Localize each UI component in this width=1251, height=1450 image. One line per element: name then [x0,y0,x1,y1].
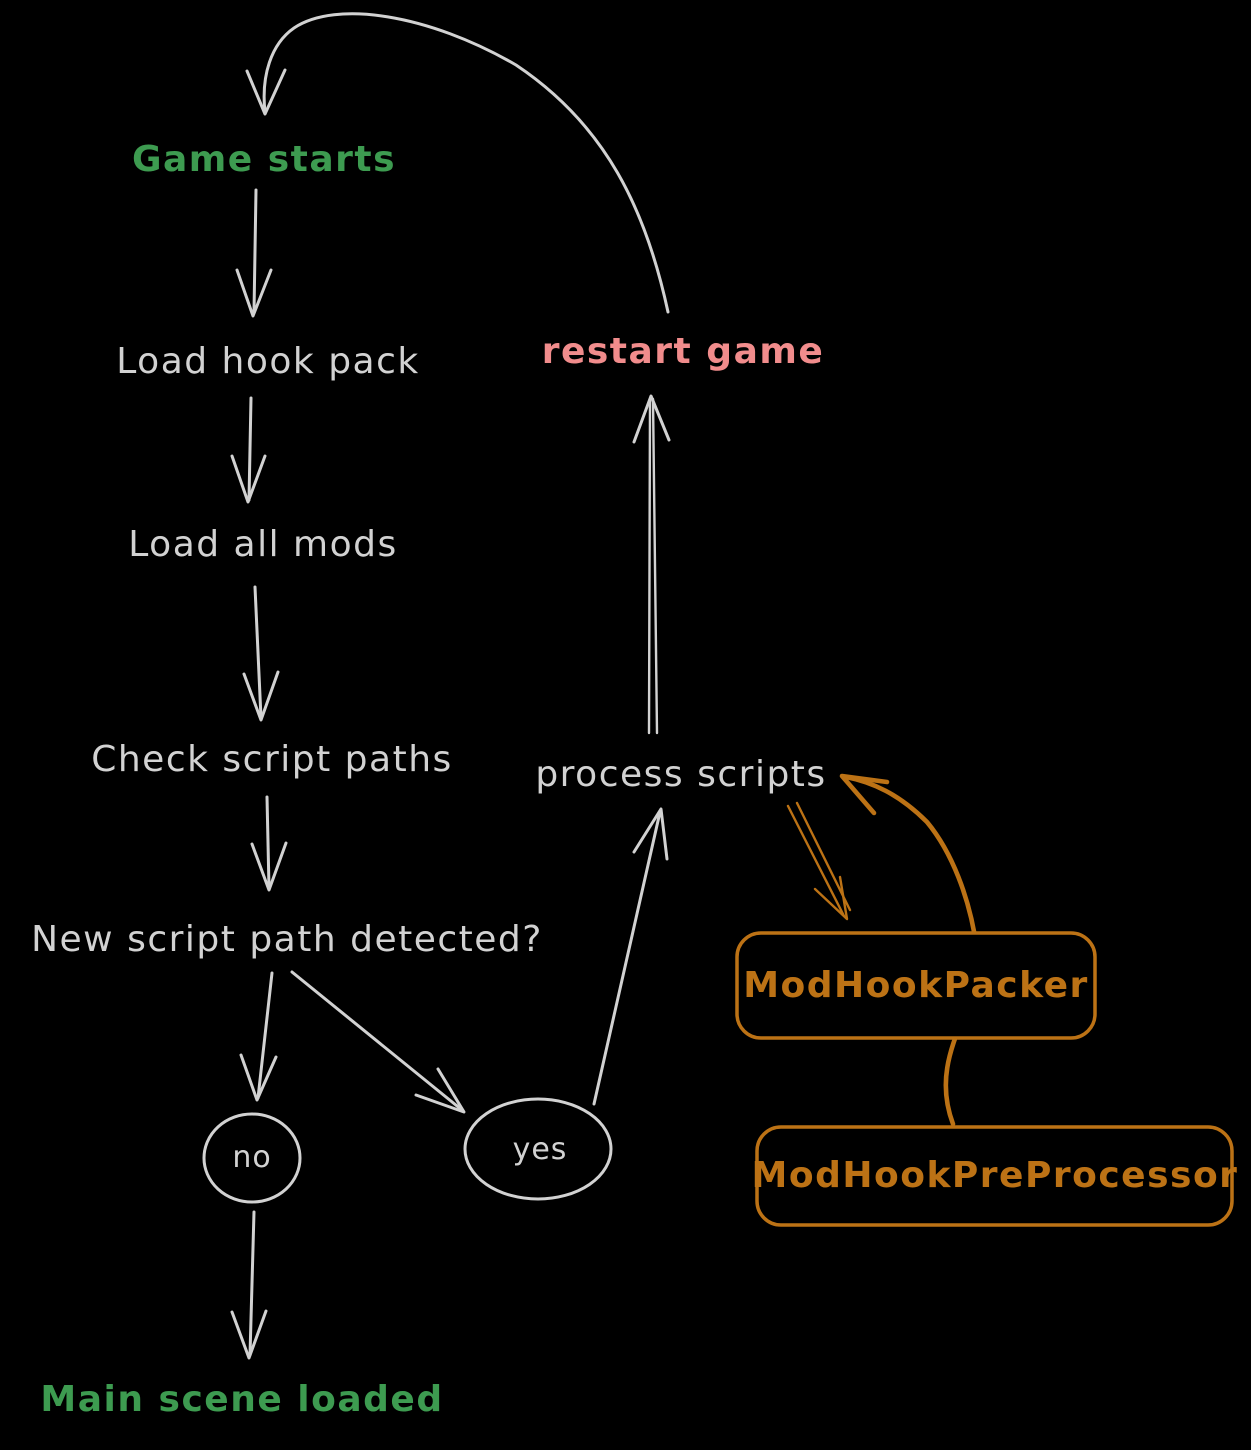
node-modhookpacker: ModHookPacker [743,965,1089,1006]
node-load-hook-pack: Load hook pack [116,341,420,382]
arrow-question-to-no [239,971,278,1102]
arrow-yes-to-process-scripts [592,807,669,1106]
node-modhookpreprocessor: ModHookPreProcessor [751,1155,1239,1196]
node-game-starts: Game starts [131,139,397,180]
arrow-load-all-mods-to-check-script-paths [242,585,280,722]
arrow-load-hook-pack-to-load-all-mods [230,396,267,504]
node-no: no [232,1140,272,1175]
arrow-game-starts-to-load-hook-pack [235,188,273,318]
arrow-question-to-yes [290,970,466,1114]
node-new-script-path: New script path detected? [31,919,543,960]
yes-ellipse [463,1097,613,1201]
arrow-process-scripts-to-modhookpacker [786,801,852,921]
modhookpacker-box [735,931,1097,1040]
node-load-all-mods: Load all mods [128,524,398,565]
node-main-scene-loaded: Main scene loaded [40,1379,444,1420]
arrow-check-script-paths-to-question [250,795,288,892]
no-circle [202,1112,302,1204]
node-yes: yes [512,1132,568,1167]
arrow-restart-game-to-game-starts [245,12,670,314]
arrow-process-scripts-to-restart-game [632,394,671,735]
node-restart-game: restart game [541,331,825,372]
arrow-no-to-main-scene-loaded [230,1210,268,1360]
arrow-preprocessor-to-process-scripts [839,773,980,1127]
node-process-scripts: process scripts [535,754,827,795]
node-check-script-paths: Check script paths [91,739,453,780]
modhookpreprocessor-box [755,1125,1234,1227]
